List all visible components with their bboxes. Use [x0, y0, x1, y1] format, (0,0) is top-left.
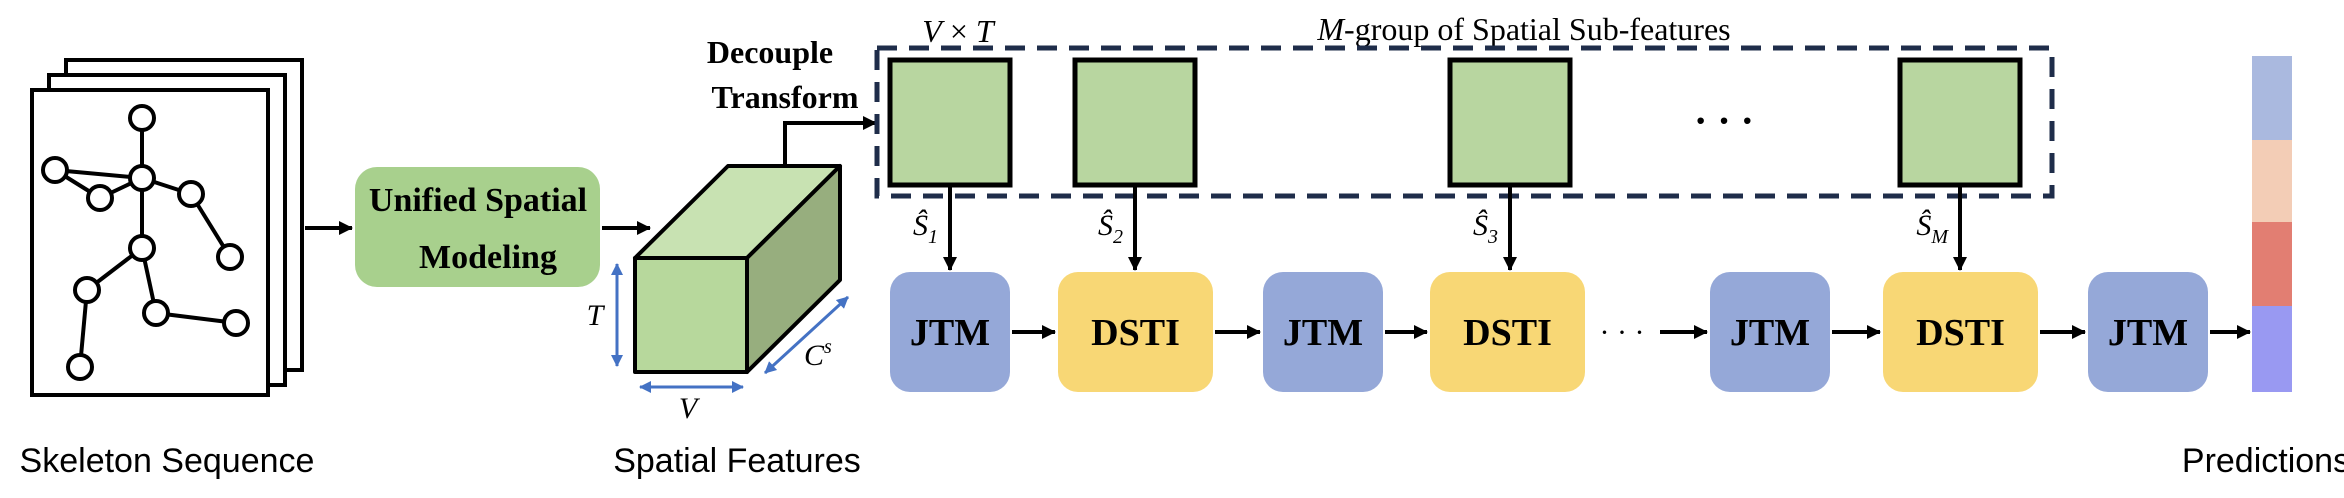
- joint-node: [128, 104, 156, 132]
- dsti-label: DSTI: [1463, 312, 1552, 354]
- decouple-line2: Transform: [712, 79, 859, 115]
- dsti-block: [1058, 272, 1213, 392]
- vt-label: V × T: [922, 13, 996, 49]
- subfeature-subscript: 1: [928, 226, 938, 248]
- jtm-block: [1710, 272, 1830, 392]
- subfeature-label: Ŝ1: [913, 209, 938, 248]
- jtm-block: [1263, 272, 1383, 392]
- subfeature-symbol: Ŝ: [1916, 209, 1931, 242]
- skeleton-sequence: [30, 58, 304, 397]
- dsti-label: DSTI: [1091, 312, 1180, 354]
- spatial-features-label: Spatial Features: [613, 442, 861, 480]
- prediction-segment: [2252, 140, 2292, 222]
- joint-node: [73, 276, 101, 304]
- vt-times: ×: [942, 13, 976, 49]
- arrow-decouple-transform: [783, 116, 877, 166]
- joint-node: [128, 234, 156, 262]
- group-m: M: [1316, 11, 1346, 47]
- jtm-block: [890, 272, 1010, 392]
- dsti-block: [1430, 272, 1585, 392]
- joint-node: [177, 180, 205, 208]
- vt-v: V: [922, 13, 945, 49]
- unified-spatial-modeling-line2: Modeling: [419, 239, 557, 276]
- jtm-label: JTM: [1283, 312, 1363, 354]
- joint-node: [128, 164, 156, 192]
- subfeature-ellipsis: · · ·: [1694, 98, 1754, 143]
- decouple-line1: Decouple: [707, 34, 833, 70]
- unified-spatial-modeling-box: [355, 167, 600, 287]
- subfeature-symbol: Ŝ: [1098, 209, 1113, 242]
- subfeature-symbol: Ŝ: [913, 209, 928, 242]
- jtm-block: [2088, 272, 2208, 392]
- cube-v-label: V: [679, 392, 701, 425]
- dsti-block: [1883, 272, 2038, 392]
- dsti-label: DSTI: [1916, 312, 2005, 354]
- joint-node: [142, 299, 170, 327]
- subfeature-symbol: Ŝ: [1473, 209, 1488, 242]
- jtm-label: JTM: [910, 312, 990, 354]
- dim-arrow-c: [763, 295, 850, 375]
- joint-node: [41, 156, 69, 184]
- joint-node: [66, 353, 94, 381]
- cube-t-label: T: [587, 299, 606, 332]
- predictions-label: Predictions: [2182, 442, 2344, 480]
- subfeature-subscript: 2: [1113, 226, 1123, 248]
- joint-node: [222, 309, 250, 337]
- skeleton-sequence-label: Skeleton Sequence: [20, 442, 315, 480]
- unified-spatial-modeling-line1: Unified Spatial: [369, 182, 587, 219]
- prediction-segment: [2252, 222, 2292, 306]
- group-rest: -group of Spatial Sub-features: [1344, 11, 1731, 47]
- subfeature-square: [1447, 57, 1573, 188]
- subfeature-label: ŜM: [1916, 209, 1949, 248]
- joint-node: [216, 243, 244, 271]
- skeleton-graph: [41, 104, 250, 381]
- joint-node: [86, 184, 114, 212]
- jtm-label: JTM: [1730, 312, 1810, 354]
- cube-c-base: C: [804, 339, 825, 372]
- cube-c-sup: s: [824, 336, 832, 358]
- cube-front-face: [633, 256, 749, 374]
- subfeature-square: [1072, 57, 1198, 188]
- vt-t: T: [976, 13, 996, 49]
- subfeature-subscript: M: [1930, 226, 1949, 248]
- jtm-label: JTM: [2108, 312, 2188, 354]
- subfeature-label: Ŝ3: [1473, 209, 1498, 248]
- subfeature-subscript: 3: [1487, 226, 1498, 248]
- prediction-segment: [2252, 306, 2292, 392]
- cube-c-label: Cs: [804, 336, 832, 372]
- subfeature-group-box: [874, 45, 2055, 199]
- chain-ellipsis: · · ·: [1600, 316, 1645, 349]
- subfeature-square: [1897, 57, 2023, 188]
- group-title: M-group of Spatial Sub-features: [1316, 11, 1730, 47]
- subfeature-label: Ŝ2: [1098, 209, 1123, 248]
- prediction-bar: [2252, 56, 2292, 392]
- subfeature-square: [887, 57, 1013, 188]
- prediction-segment: [2252, 56, 2292, 140]
